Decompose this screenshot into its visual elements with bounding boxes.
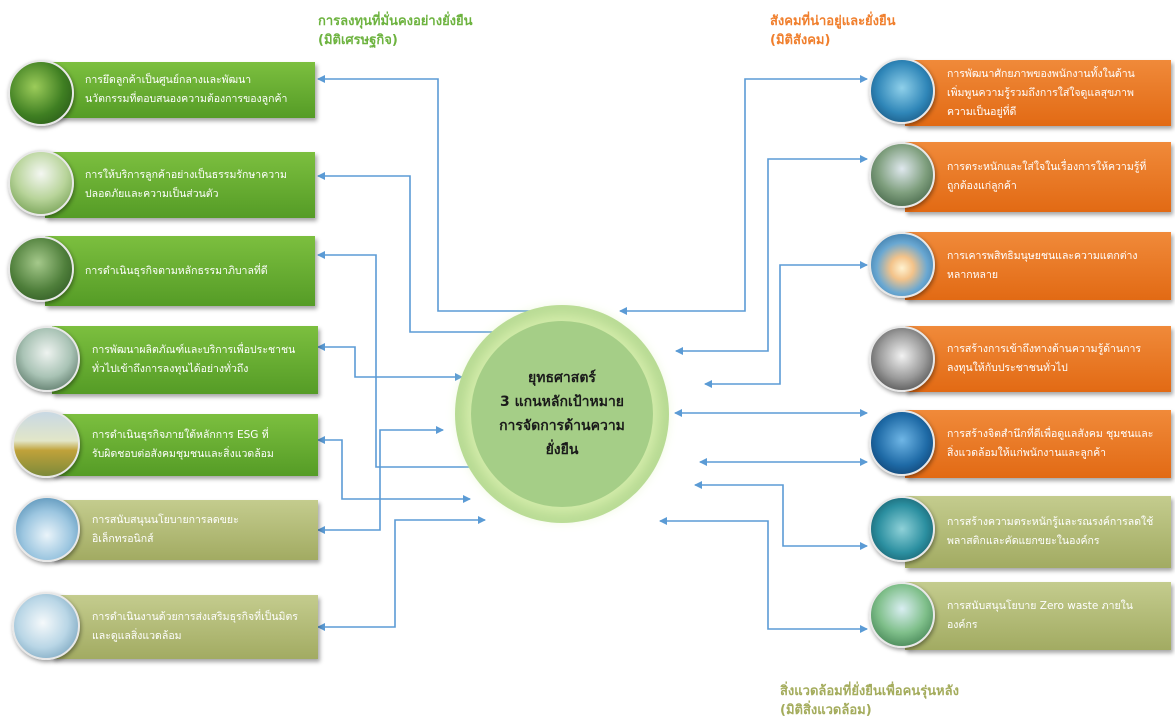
person-photo-icon [14,326,80,392]
green-tower-photo-icon [869,142,935,208]
arrow-left-1 [317,75,579,315]
glacier-photo-icon [14,496,80,562]
bottle-photo-icon [12,592,80,660]
left-box-2-line2: ปลอดภัยและความเป็นส่วนตัว [85,188,219,200]
arrow-right-2 [675,155,868,355]
left-box-6-line1: การสนับสนุนนโยบายการลดขยะ [92,514,239,526]
economic-heading-line2: (มิติเศรษฐกิจ) [318,33,398,48]
forest-photo-icon [8,60,74,126]
right-box-3-line2: หลากหลาย [947,269,999,281]
right-box-1-line1: การพัฒนาศักยภาพของพนักงานทั้งในด้าน [947,67,1135,80]
left-box-7-line1: การดำเนินงานด้วยการส่งเสริมธุรกิจที่เป็น… [92,611,298,623]
environment-heading-line1: สิ่งแวดล้อมที่ยั่งยืนเพื่อคนรุ่นหลัง [780,684,959,699]
right-box-2-line1: การตระหนักและใส่ใจในเรื่องการให้ความรู้ท… [947,161,1147,173]
right-box-1-line2: เพิ่มพูนความรู้รวมถึงการใส่ใจดูแลสุขภาพ [947,86,1134,99]
left-box-7: การดำเนินงานด้วยการส่งเสริมธุรกิจที่เป็น… [52,595,318,659]
right-box-3: การเคารพสิทธิมนุษยชนและความแตกต่างหลากหล… [905,232,1171,300]
right-box-2-line2: ถูกต้องแก่ลูกค้า [947,180,1017,192]
left-box-2-line1: การให้บริการลูกค้าอย่างเป็นธรรมรักษาความ [85,169,287,181]
right-box-4: การสร้างการเข้าถึงทางด้านความรู้ด้านการล… [905,326,1171,392]
field-photo-icon [12,410,80,478]
left-box-4-line1: การพัฒนาผลิตภัณฑ์และบริการเพื่อประชาชน [92,344,296,356]
right-box-4-line2: ลงทุนให้กับประชาชนทั่วไป [947,362,1068,374]
skyscraper-photo-icon [869,410,935,476]
arrow-left-2 [317,172,566,336]
arrow-right-3 [704,261,868,388]
center-line2: 3 แกนหลักเป้าหมาย [499,394,625,410]
left-box-7-line2: และดูแลสิ่งแวดล้อม [92,630,182,642]
left-box-6-line2: อิเล็กทรอนิกส์ [92,533,154,545]
right-box-6: การสร้างความตระหนักรู้และรณรงค์การลดใช้พ… [905,496,1171,568]
right-box-7: การสนับสนุนโยบาย Zero waste ภายในองค์กร [905,582,1171,650]
arrow-left-7 [317,516,486,631]
left-box-3-line1: การดำเนินธุรกิจตามหลักธรรมาภิบาลที่ดี [85,264,268,277]
right-box-7-line1: การสนับสนุนโยบาย Zero waste ภายใน [947,600,1133,612]
social-heading-line1: สังคมที่น่าอยู่และยั่งยืน [770,14,896,29]
greenhouse-photo-icon [8,150,74,216]
right-box-3-line1: การเคารพสิทธิมนุษยชนและความแตกต่าง [947,250,1138,262]
right-box-1: การพัฒนาศักยภาพของพนักงานทั้งในด้านเพิ่ม… [905,60,1171,126]
right-box-5-line2: สิ่งแวดล้อมให้แก่พนักงานและลูกค้า [947,447,1107,459]
woods-photo-icon [8,236,74,302]
trees-photo-icon [869,582,935,648]
arrow-right-1 [619,75,868,315]
right-box-1-line3: ความเป็นอยู่ที่ดี [947,105,1017,118]
arrow-right-6 [694,481,868,550]
left-box-1-line1: การยึดลูกค้าเป็นศูนย์กลางและพัฒนา [85,74,252,86]
strategy-center-circle: ยุทธศาสตร์ 3 แกนหลักเป้าหมาย การจัดการด้… [455,305,669,523]
right-box-4-line1: การสร้างการเข้าถึงทางด้านความรู้ด้านการ [947,343,1142,355]
right-box-7-line2: องค์กร [947,619,978,631]
right-box-6-line1: การสร้างความตระหนักรู้และรณรงค์การลดใช้ [947,516,1154,528]
right-box-6-line2: พลาสติกและคัดแยกขยะในองค์กร [947,535,1100,547]
social-dimension-heading: สังคมที่น่าอยู่และยั่งยืน (มิติสังคม) [770,12,896,50]
left-box-4-line2: ทั่วไปเข้าถึงการลงทุนได้อย่างทั่วถึง [92,363,249,375]
environment-dimension-heading: สิ่งแวดล้อมที่ยั่งยืนเพื่อคนรุ่นหลัง (มิ… [780,682,959,720]
left-box-6: การสนับสนุนนโยบายการลดขยะอิเล็กทรอนิกส์ [52,500,318,560]
left-box-3: การดำเนินธุรกิจตามหลักธรรมาภิบาลที่ดี [45,236,315,306]
center-line1: ยุทธศาสตร์ [528,370,596,386]
arrow-left-6 [317,426,444,534]
right-box-2: การตระหนักและใส่ใจในเรื่องการให้ความรู้ท… [905,142,1171,212]
arrow-left-4 [317,343,463,381]
social-heading-line2: (มิติสังคม) [770,33,831,48]
left-box-5-line2: รับผิดชอบต่อสังคมชุมชนและสิ่งแวดล้อม [92,448,274,460]
left-box-1-line2: นวัตกรรมที่ตอบสนองความต้องการของลูกค้า [85,93,288,105]
environment-heading-line2: (มิติสิ่งแวดล้อม) [780,703,872,718]
economic-dimension-heading: การลงทุนที่มั่นคงอย่างยั่งยืน (มิติเศรษฐ… [318,12,473,50]
left-box-4: การพัฒนาผลิตภัณฑ์และบริการเพื่อประชาชนทั… [52,326,318,394]
left-box-1: การยึดลูกค้าเป็นศูนย์กลางและพัฒนานวัตกรร… [45,62,315,118]
right-box-5: การสร้างจิตสำนึกที่ดีเพื่อดูแลสังคม ชุมช… [905,410,1171,478]
arrow-right-7 [659,517,868,633]
economic-heading-line1: การลงทุนที่มั่นคงอย่างยั่งยืน [318,14,473,29]
center-line3: การจัดการด้านความ [499,418,625,434]
bay-photo-icon [869,496,935,562]
tiger-photo-icon [869,326,935,392]
arrow-left-5 [317,436,471,503]
left-box-5-line1: การดำเนินธุรกิจภายใต้หลักการ ESG ที่ [92,429,269,441]
left-box-5: การดำเนินธุรกิจภายใต้หลักการ ESG ที่รับผ… [52,414,318,476]
right-box-5-line1: การสร้างจิตสำนึกที่ดีเพื่อดูแลสังคม ชุมช… [947,428,1154,440]
center-line4: ยั่งยืน [545,442,579,458]
left-box-2: การให้บริการลูกค้าอย่างเป็นธรรมรักษาความ… [45,152,315,218]
sunset-sea-photo-icon [869,232,935,298]
strategy-center-core: ยุทธศาสตร์ 3 แกนหลักเป้าหมาย การจัดการด้… [471,321,653,507]
water-photo-icon [869,58,935,124]
